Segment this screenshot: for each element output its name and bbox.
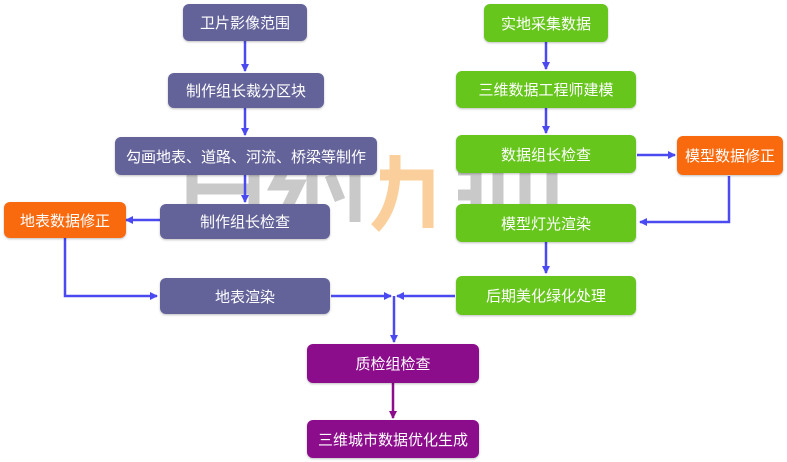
node-surface-render: 地表渲染 — [160, 278, 330, 314]
node-qc-check: 质检组检查 — [307, 344, 479, 383]
node-make-group-blocks: 制作组长裁分区块 — [168, 73, 324, 108]
node-final-output: 三维城市数据优化生成 — [307, 420, 479, 458]
arrow-surfacefix-to-render — [63, 238, 158, 300]
node-outline: 勾画地表、道路、河流、桥梁等制作 — [115, 137, 377, 175]
node-post-beautify: 后期美化绿化处理 — [456, 276, 636, 315]
node-model-light: 模型灯光渲染 — [456, 204, 636, 242]
arrow-modelfix-to-light — [639, 176, 731, 226]
node-make-group-check: 制作组长检查 — [160, 204, 330, 239]
node-model-fix: 模型数据修正 — [677, 136, 783, 175]
node-engineer-model: 三维数据工程师建模 — [456, 71, 636, 108]
node-surface-fix: 地表数据修正 — [4, 202, 126, 238]
node-satellite-scope: 卫片影像范围 — [183, 4, 307, 41]
node-field-collect: 实地采集数据 — [484, 4, 608, 42]
node-data-group-check: 数据组长检查 — [456, 135, 636, 173]
